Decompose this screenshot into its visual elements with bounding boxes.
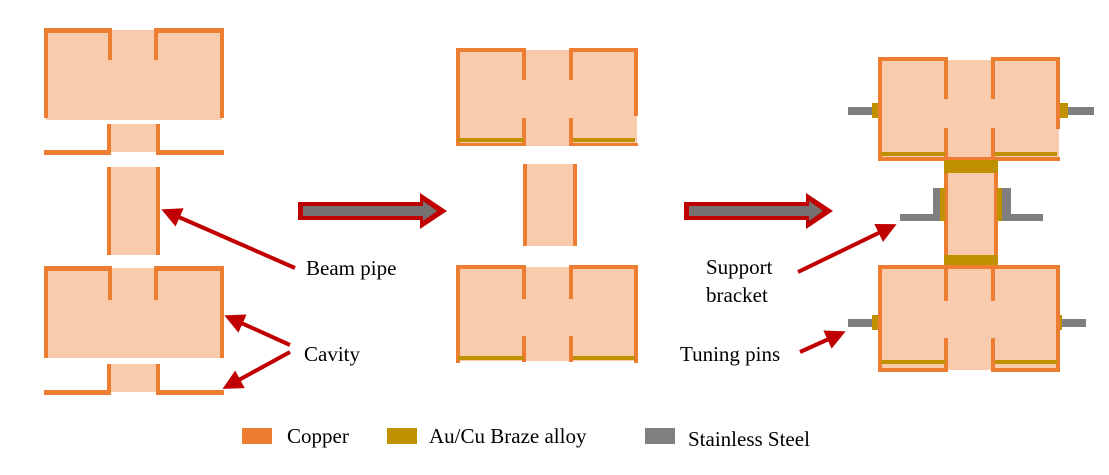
stage3-bottom-cavity	[878, 265, 1060, 372]
stage1-bottom-cavity	[44, 266, 224, 358]
legend-label-steel: Stainless Steel	[688, 427, 810, 451]
legend-label-braze: Au/Cu Braze alloy	[429, 424, 587, 448]
support-label: Support	[706, 255, 773, 279]
beam-pipe-pointer	[161, 208, 296, 270]
stage1-top-cap	[44, 124, 224, 155]
stage2-beam-pipe	[523, 164, 577, 246]
stage1-beam-pipe	[107, 167, 160, 255]
stage3-support-bracket	[900, 188, 1043, 221]
stage3-lower-braze-ring	[944, 255, 998, 268]
stage1-bottom-cap	[44, 364, 224, 395]
legend-swatch-steel	[645, 428, 675, 444]
support-bracket-pointer	[797, 223, 897, 274]
stage3-beam-pipe	[944, 173, 998, 255]
tuning-pins-pointer	[799, 330, 846, 354]
cavity-pointer-lower	[222, 350, 291, 389]
stage-2-parts	[456, 48, 638, 363]
stage-3-assembly	[848, 57, 1094, 372]
cavity-label: Cavity	[304, 342, 360, 366]
stage1-top-cavity	[44, 28, 224, 120]
stage3-top-tuning-pins	[848, 103, 1094, 118]
legend: Copper Au/Cu Braze alloy Stainless Steel	[242, 424, 810, 451]
process-arrow-1	[298, 193, 447, 229]
tuning-pins-label: Tuning pins	[680, 342, 780, 366]
stage3-upper-braze-ring	[944, 160, 998, 173]
stage2-top-cavity	[456, 48, 638, 146]
stage3-top-cavity	[878, 57, 1060, 161]
callout-arrows	[161, 208, 897, 389]
beam-pipe-label: Beam pipe	[306, 256, 396, 280]
stage-1-parts	[44, 28, 224, 395]
legend-label-copper: Copper	[287, 424, 349, 448]
legend-swatch-copper	[242, 428, 272, 444]
legend-swatch-braze	[387, 428, 417, 444]
cavity-pointer-upper	[224, 314, 291, 347]
bracket-label: bracket	[706, 283, 768, 307]
stage2-bottom-cavity	[456, 265, 638, 363]
process-arrow-2	[684, 193, 833, 229]
